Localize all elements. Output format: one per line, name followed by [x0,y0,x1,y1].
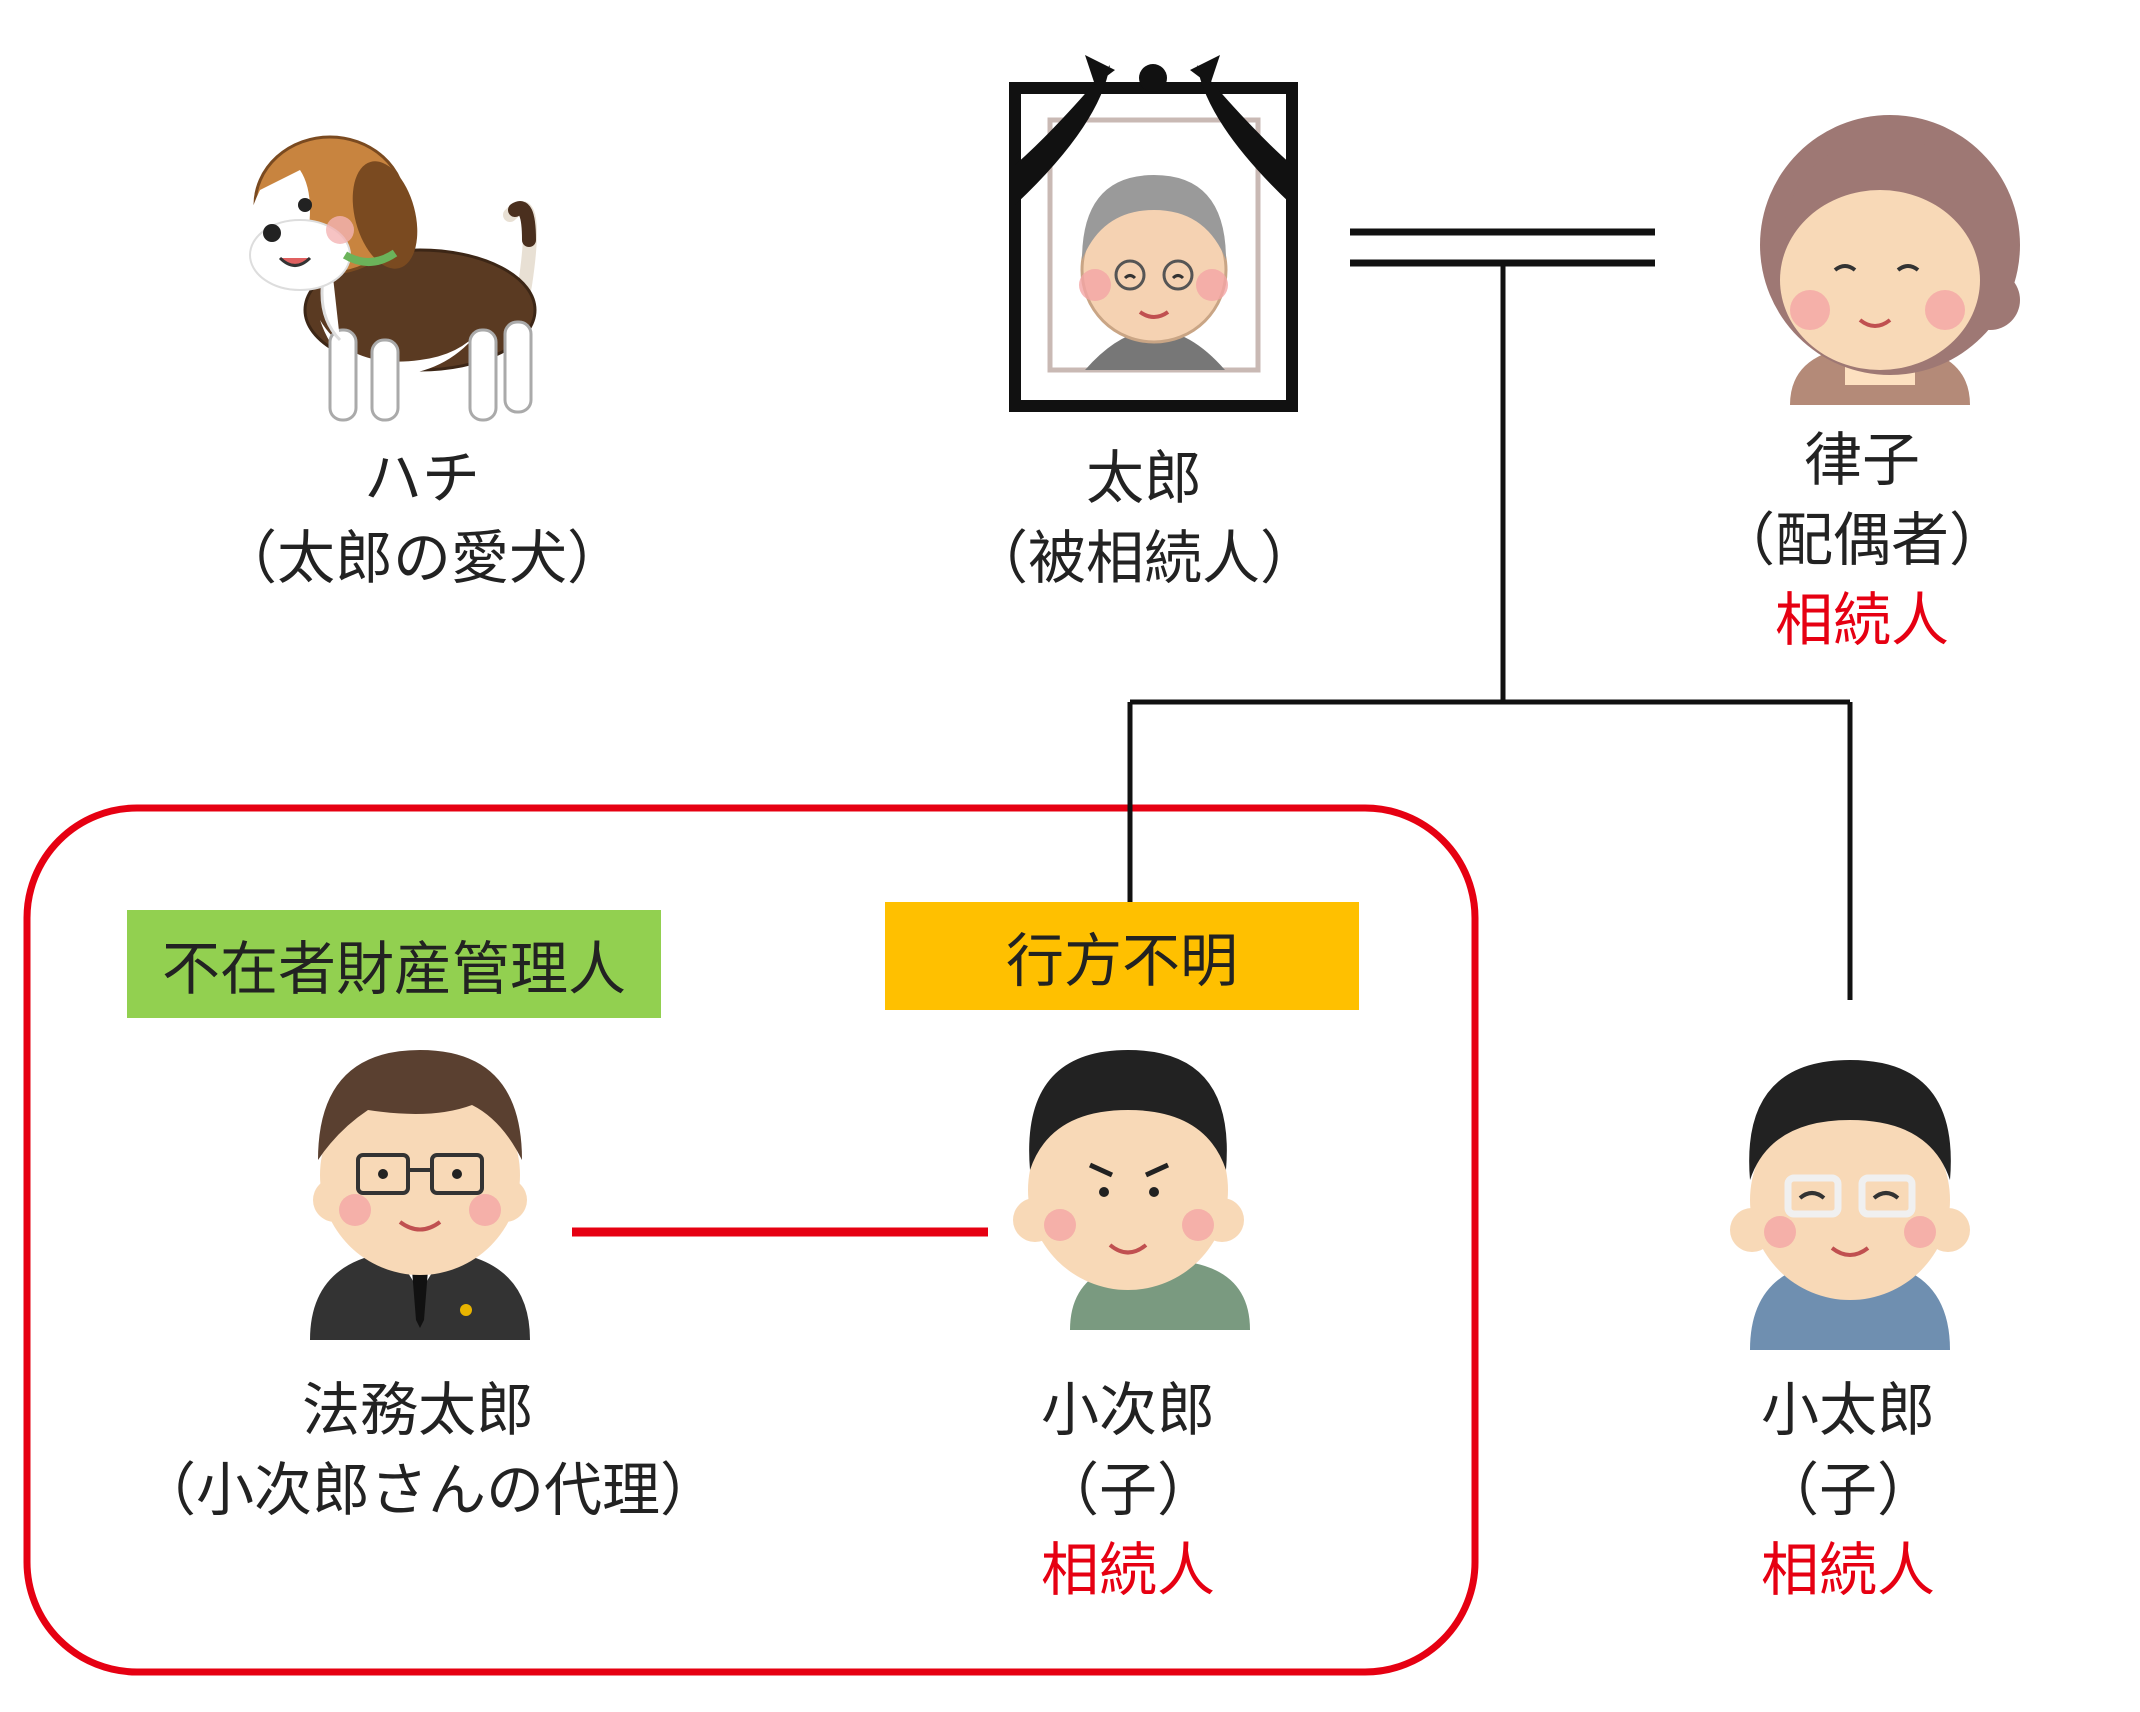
memorial-portrait-elderly-man-icon [1015,55,1292,406]
young-man-icon [1013,1050,1250,1330]
elderly-woman-icon [1760,115,2020,405]
kotaro-role: （子） [1568,1450,2128,1530]
kojiro-role: （子） [848,1450,1408,1530]
kotaro-name: 小太郎 [1568,1370,2128,1450]
spouse-name: 律子 [1582,420,2140,500]
beagle-dog-icon [247,137,535,420]
manager-badge: 不在者財産管理人 [127,910,661,1018]
spouse-role: （配偶者） [1582,500,2140,580]
dog-name: ハチ [142,438,702,518]
kotaro-label: 小太郎 （子） 相続人 [1568,1370,2128,1610]
lawyer-in-suit-icon [310,1050,530,1340]
kotaro-heir-status: 相続人 [1568,1530,2128,1610]
lawyer-label: 法務太郎 （小次郎さんの代理） [138,1370,698,1530]
spouse-heir-status: 相続人 [1582,580,2140,660]
kojiro-name: 小次郎 [848,1370,1408,1450]
kojiro-label: 小次郎 （子） 相続人 [848,1370,1408,1610]
deceased-label: 太郎 （被相続人） [864,438,1424,598]
missing-badge-label: 行方不明 [1006,914,1238,998]
deceased-role: （被相続人） [864,518,1424,598]
lawyer-name: 法務太郎 [138,1370,698,1450]
missing-badge: 行方不明 [885,902,1359,1010]
man-with-glasses-icon [1730,1060,1970,1350]
spouse-label: 律子 （配偶者） 相続人 [1582,420,2140,660]
dog-role: （太郎の愛犬） [142,518,702,598]
lawyer-role: （小次郎さんの代理） [138,1450,698,1530]
deceased-name: 太郎 [864,438,1424,518]
manager-badge-label: 不在者財産管理人 [162,922,626,1006]
dog-label: ハチ （太郎の愛犬） [142,438,702,598]
marriage-double-line [1350,232,1655,263]
kojiro-heir-status: 相続人 [848,1530,1408,1610]
